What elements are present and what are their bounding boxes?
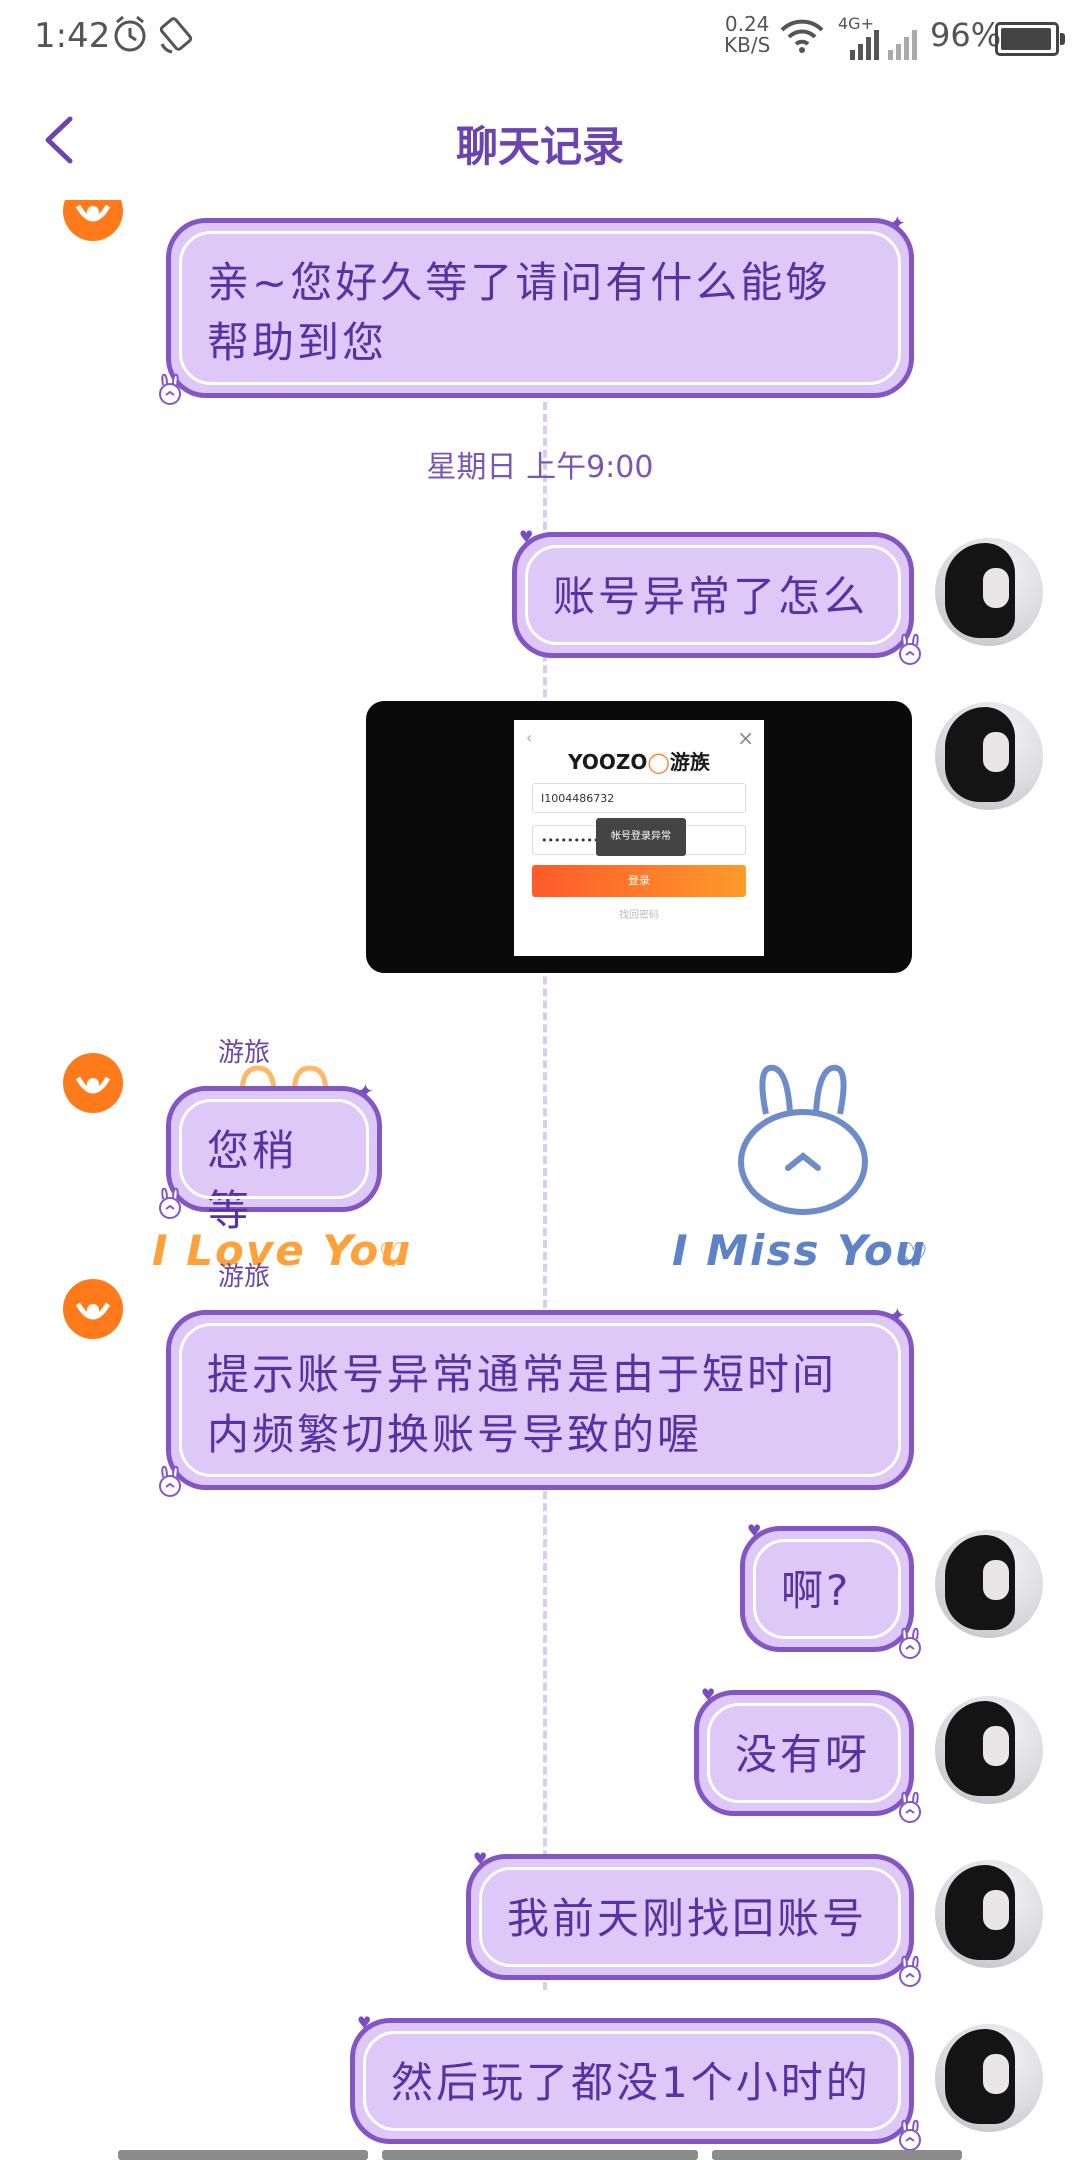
signal-icon [850,30,917,60]
image-message[interactable]: ‹ × YOOZO◯游族 I1004486732 •••••••••• 帐号登录… [366,701,912,973]
alarm-icon [114,15,146,52]
message-text: 亲~您好久等了请问有什么能够帮助到您 [207,258,831,367]
back-chevron-icon[interactable] [38,115,82,165]
brand-logo: YOOZO◯游族 [568,750,710,774]
rotate-icon [159,17,193,54]
wifi-icon [780,19,824,53]
service-avatar-icon[interactable] [62,1278,124,1340]
timeline-dashed-line [543,390,547,1990]
message-text: 然后玩了都没1个小时的 [391,2058,871,2107]
user-avatar[interactable] [935,2024,1043,2132]
star-icon: ✦ [889,1303,909,1327]
message-bubble[interactable]: 然后玩了都没1个小时的 ♥ [350,2013,921,2151]
heart-icon: ♥ [357,2013,375,2032]
love-you-text: I Love You [152,1226,413,1275]
user-avatar[interactable] [935,702,1043,810]
recover-password-link: 找回密码 [619,910,659,921]
bunny-icon [899,633,921,665]
bunny-icon [899,1791,921,1823]
message-bubble[interactable]: 账号异常了怎么 ♥ [512,527,921,665]
message-bubble[interactable]: 提示账号异常通常是由于短时间内频繁切换账号导致的喔 ✦ [159,1303,914,1497]
sender-name: 游旅 [218,1038,271,1068]
heart-icon: ♥ [747,1521,765,1540]
message-bubble[interactable]: 我前天刚找回账号 ♥ [466,1849,921,1987]
heart-outline-icon: ♡ [898,1236,929,1276]
heart-outline-icon: ♡ [378,1236,409,1276]
user-avatar[interactable] [935,1860,1043,1968]
user-avatar[interactable] [935,538,1043,646]
bunny-icon [899,2119,921,2151]
chevron-left-icon: ‹ [526,728,533,747]
login-button: 登录 [532,865,746,897]
battery-percent: 96% [930,16,1002,54]
star-icon: ✦ [889,211,909,235]
bunny-icon [159,373,181,405]
battery-icon [995,22,1065,56]
bunny-illustration-icon [738,1064,868,1215]
service-avatar-icon[interactable] [62,180,124,242]
heart-icon: ♥ [701,1685,719,1704]
bunny-icon [899,1627,921,1659]
network-type: 4G+ [838,14,874,33]
message-bubble[interactable]: 啊? ♥ [740,1521,921,1659]
error-toast: 帐号登录异常 [596,818,686,856]
miss-you-text: I Miss You [672,1226,927,1275]
message-text: 啊? [781,1566,852,1615]
header: 聊天记录 [0,95,1080,185]
net-speed: 0.24 KB/S [724,12,771,57]
close-icon: × [737,726,754,750]
login-dialog-image: ‹ × YOOZO◯游族 I1004486732 •••••••••• 帐号登录… [514,720,764,956]
service-avatar-icon[interactable] [62,1052,124,1114]
sender-name: 游旅 [218,1262,271,1292]
message-text: 提示账号异常通常是由于短时间内频繁切换账号导致的喔 [207,1350,838,1459]
star-icon: ✦ [357,1079,377,1103]
account-field: I1004486732 [532,783,746,813]
message-bubble[interactable]: 您稍等 ✦ [159,1079,382,1235]
orange-bunny-ears-icon [239,1065,329,1094]
nav-hint-bar [118,2150,368,2160]
message-text: 我前天刚找回账号 [507,1894,868,1943]
heart-icon: ♥ [473,1849,491,1868]
user-avatar[interactable] [935,1530,1043,1638]
page-title: 聊天记录 [455,122,624,171]
message-text: 账号异常了怎么 [553,572,869,621]
user-avatar[interactable] [935,1696,1043,1804]
message-timestamp: 星期日 上午9:00 [426,450,654,485]
bunny-icon [159,1465,181,1497]
message-bubble[interactable]: 亲~您好久等了请问有什么能够帮助到您 ✦ [159,211,914,405]
bunny-icon [159,1187,181,1219]
message-text: 您稍等 [207,1126,298,1235]
bunny-icon [899,1955,921,1987]
heart-icon: ♥ [519,527,537,546]
nav-hint-bar [382,2150,698,2160]
message-text: 没有呀 [735,1730,871,1779]
nav-hint-bar [712,2150,962,2160]
status-time: 1:42 [34,16,111,56]
message-bubble[interactable]: 没有呀 ♥ [694,1685,921,1823]
status-bar: 1:42 0.24 KB/S 4G+ 96% [0,0,1080,76]
